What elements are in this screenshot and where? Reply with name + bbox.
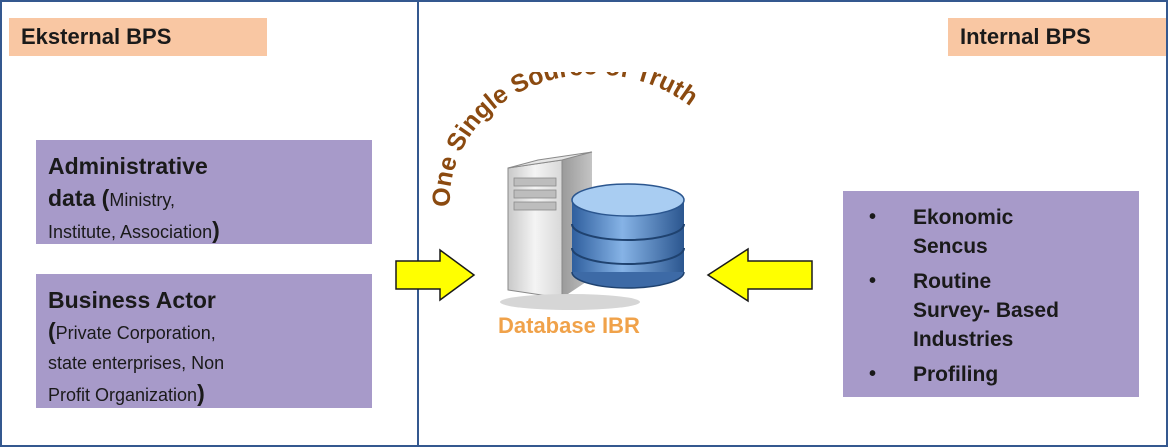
admin-heading-line2: data: [48, 185, 96, 211]
actor-line3-row: Profit Organization): [48, 378, 360, 410]
actor-line3: Profit Organization: [48, 385, 198, 405]
database-ibr-label: Database IBR: [498, 313, 640, 338]
admin-sub-row: Institute, Association): [48, 215, 360, 247]
actor-paren-open: (: [48, 318, 56, 344]
internal-list-item-line: Survey- Based: [913, 299, 1059, 322]
bullet-icon: •: [869, 363, 877, 385]
internal-list-item-line: Industries: [913, 328, 1014, 351]
admin-heading-line1: Administrative: [48, 153, 208, 179]
database-cylinder-icon: [571, 183, 685, 289]
actor-line1-row: (Private Corporation,: [48, 316, 360, 348]
admin-sub-line2: Institute, Association: [48, 222, 213, 242]
actor-heading: Business Actor: [48, 287, 216, 313]
administrative-data-box: Administrative data (Ministry, Institute…: [36, 140, 372, 244]
actor-paren-close: ): [197, 380, 205, 406]
business-actor-box: Business Actor (Private Corporation, sta…: [36, 274, 372, 408]
admin-heading-line2-row: data (Ministry,: [48, 182, 360, 215]
actor-line2: state enterprises, Non: [48, 353, 225, 373]
internal-list-item-line: Routine: [913, 270, 992, 293]
panel-divider: [417, 0, 419, 447]
admin-sub-line1: Ministry,: [109, 190, 176, 210]
actor-line1: Private Corporation,: [55, 323, 216, 343]
server-icon: [500, 151, 685, 310]
admin-paren-close: ): [212, 217, 220, 243]
left-arrow-icon: [706, 247, 813, 303]
admin-heading: Administrative: [48, 150, 360, 182]
admin-paren-open: (: [95, 185, 110, 211]
bullet-icon: •: [869, 270, 877, 292]
internal-list-item-line: Sencus: [913, 235, 988, 258]
internal-list-item-line: Ekonomic: [913, 206, 1014, 229]
bullet-icon: •: [869, 206, 877, 228]
internal-list-item: • Profiling: [857, 360, 1129, 389]
internal-list-item-line: Profiling: [913, 363, 999, 386]
internal-bps-label: Internal BPS: [948, 18, 1166, 56]
right-arrow-icon: [395, 248, 476, 302]
eksternal-bps-label: Eksternal BPS: [9, 18, 267, 56]
